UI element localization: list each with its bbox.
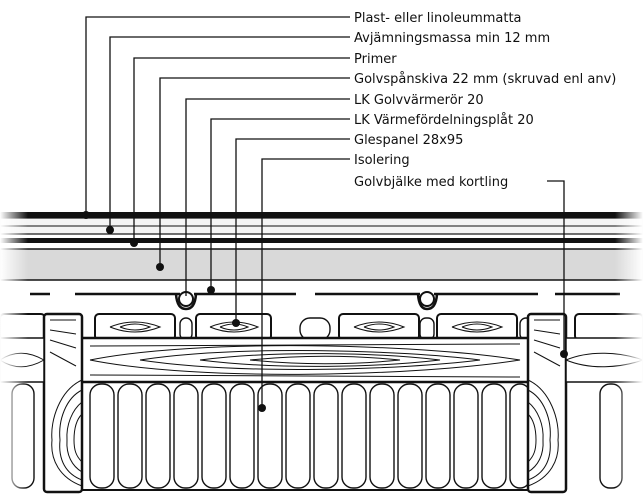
leader-lines <box>85 16 565 408</box>
floor-heating-pipe <box>178 291 435 307</box>
floor-joist-right <box>526 312 568 494</box>
label-sparse-panel: Glespanel 28x95 <box>354 133 463 148</box>
label-heat-plate: LK Värmefördelningsplåt 20 <box>354 113 534 128</box>
label-chipboard: Golvspånskiva 22 mm (skruvad enl anv) <box>354 72 616 87</box>
floor-joist-left <box>42 312 84 494</box>
heat-plate <box>30 292 620 311</box>
chipboard-layer <box>0 248 643 281</box>
layer-stack <box>0 212 643 311</box>
nogging <box>78 336 532 384</box>
label-insulation: Isolering <box>354 153 410 168</box>
sparse-panels <box>0 313 643 341</box>
label-primer: Primer <box>354 52 397 67</box>
label-linoleum-mat: Plast- eller linoleummatta <box>354 11 522 26</box>
label-levelling-compound: Avjämningsmassa min 12 mm <box>354 31 550 46</box>
primer-layer <box>0 238 643 243</box>
linoleum-layer <box>0 212 643 218</box>
label-floor-joist: Golvbjälke med kortling <box>354 175 508 190</box>
leader-dots <box>82 211 568 412</box>
label-heating-pipe: LK Golvvärmerör 20 <box>354 93 484 108</box>
